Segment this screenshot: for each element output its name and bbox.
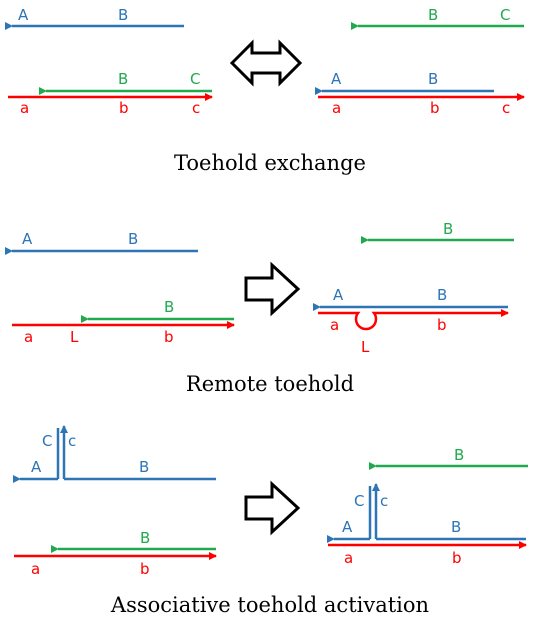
red-strand-with-loop (318, 309, 509, 331)
remote-toehold-right: B A B a L b (313, 220, 514, 356)
label-B: B (128, 230, 138, 248)
label-B: B (428, 6, 438, 24)
label-B: B (454, 446, 464, 464)
label-C: C (354, 492, 364, 510)
label-c: c (380, 492, 388, 510)
caption-remote-toehold: Remote toehold (186, 372, 354, 396)
label-C: C (500, 6, 510, 24)
label-b: b (437, 316, 447, 334)
caption-associative-toehold: Associative toehold activation (110, 593, 429, 617)
double-arrow-icon (229, 39, 303, 87)
label-A: A (331, 70, 342, 88)
label-B: B (139, 458, 149, 476)
label-a: a (332, 99, 341, 117)
label-b: b (452, 549, 462, 567)
label-B: B (118, 70, 128, 88)
label-L: L (70, 328, 79, 346)
label-a: a (31, 560, 40, 578)
remote-toehold-left: A B B a L b (4, 230, 235, 346)
label-a: a (330, 316, 339, 334)
label-B: B (437, 286, 447, 304)
associative-toehold-right: B C c A B a b (327, 446, 528, 567)
label-A: A (22, 230, 33, 248)
label-b: b (430, 99, 440, 117)
right-arrow-icon (244, 261, 301, 317)
label-b: b (119, 99, 129, 117)
label-a: a (344, 549, 353, 567)
label-A: A (18, 6, 29, 24)
label-L: L (361, 338, 370, 356)
label-A: A (31, 458, 42, 476)
label-B: B (118, 6, 128, 24)
right-arrow-icon (244, 480, 301, 536)
label-B: B (443, 220, 453, 238)
label-B: B (164, 298, 174, 316)
label-a: a (20, 99, 29, 117)
label-b: b (164, 328, 174, 346)
label-C: C (42, 432, 52, 450)
associative-toehold-panel: C c A B B a b B C c A B a (12, 425, 528, 617)
associative-toehold-left: C c A B B a b (12, 425, 217, 578)
label-B: B (451, 518, 461, 536)
label-b: b (140, 560, 150, 578)
toehold-exchange-right: B C A B a b c (315, 6, 525, 117)
toehold-exchange-panel: A B B C a b c B C A B a b c Toehold exch… (4, 6, 525, 175)
label-B: B (140, 529, 150, 547)
label-A: A (333, 286, 344, 304)
label-a: a (24, 328, 33, 346)
label-c: c (68, 432, 76, 450)
remote-toehold-panel: A B B a L b B A B a L b Remote toehold (4, 220, 514, 396)
label-C: C (190, 70, 200, 88)
caption-toehold-exchange: Toehold exchange (174, 151, 366, 175)
toehold-exchange-left: A B B C a b c (4, 6, 213, 117)
label-B: B (428, 70, 438, 88)
label-A: A (342, 518, 353, 536)
label-c: c (502, 99, 510, 117)
label-c: c (192, 99, 200, 117)
